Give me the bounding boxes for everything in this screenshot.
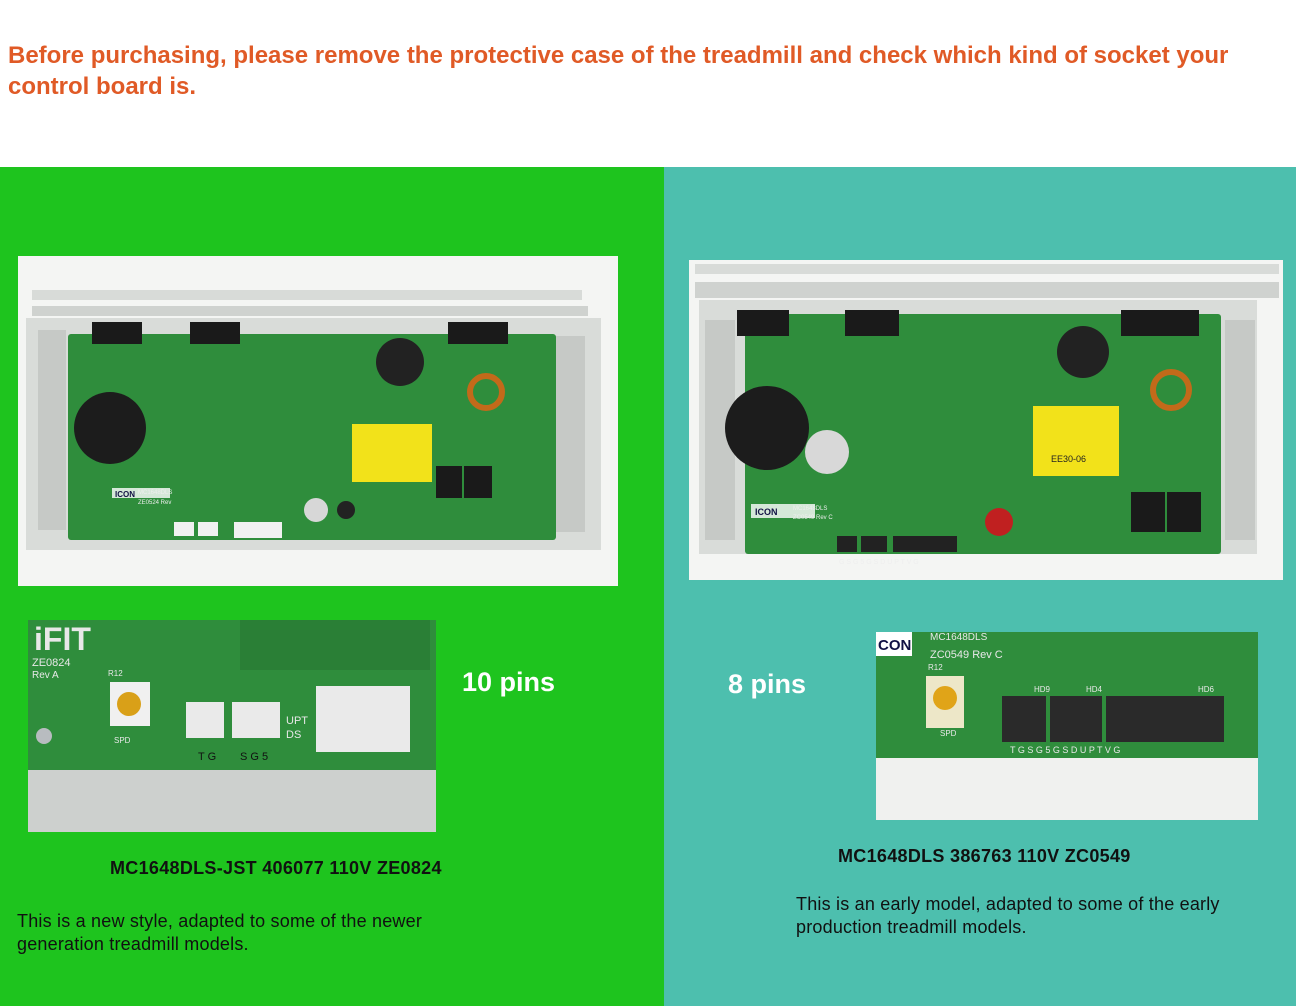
closeup-code: ZE0824 [32,657,71,669]
new-style-socket-closeup: iFIT ZE0824 Rev A R12 SPD T G S G 5 UPT … [28,620,436,832]
early-model-description: This is an early model, adapted to some … [796,894,1220,937]
closeup-pin-labels: T G S G 5 G S D U P T V G [1010,745,1120,755]
early-model-socket-closeup: CON MC1648DLS ZC0549 Rev C R12 SPD HD9 H… [876,632,1258,820]
board-brand-label: ICON [115,490,135,499]
board-rev-label: ZE0524 Rev [138,500,171,506]
closeup-sg5-label: S G 5 [240,751,268,763]
board-rev-label: ZC0549 Rev C [793,515,833,521]
closeup-part: MC1648DLS [930,632,988,643]
early-model-pins-label: 8 pins [728,669,807,699]
early-model-board-photo: EE30-06 ICON MC1648DLS ZC0549 Rev C G S … [689,260,1283,580]
early-model-model-label: MC1648DLS 386763 110V ZC0549 [838,846,1131,866]
closeup-rev: Rev A [32,670,59,681]
board-brand-label: ICON [755,507,778,517]
new-style-model-label: MC1648DLS-JST 406077 110V ZE0824 [110,858,442,878]
closeup-spd: SPD [940,729,957,738]
closeup-rev: ZC0549 Rev C [930,649,1003,661]
ifit-logo-text: iFIT [34,621,91,657]
closeup-brand: CON [878,637,911,654]
closeup-r12: R12 [108,669,123,678]
board-part-label: MC1648DLS [793,506,827,512]
purchase-notice: Before purchasing, please remove the pro… [8,42,1229,100]
closeup-spd: SPD [114,736,131,745]
board-pin-labels: G S G 5 G S D U P T V G [839,559,919,566]
board-part-label: MC1648DLS [138,490,172,496]
new-style-pins-label: 10 pins [462,667,556,697]
transformer-label: EE30-06 [1051,454,1086,464]
closeup-upt-label: UPT [286,715,308,727]
closeup-hd6: HD6 [1198,685,1215,694]
closeup-r12: R12 [928,663,943,672]
new-style-board-photo: ICON MC1648DLS ZE0524 Rev [18,256,618,586]
closeup-hd4: HD4 [1086,685,1103,694]
header: Before purchasing, please remove the pro… [0,0,1296,167]
closeup-tg-label: T G [198,751,216,763]
closeup-hd9: HD9 [1034,685,1051,694]
closeup-ds-label: DS [286,729,301,741]
new-style-description: This is a new style, adapted to some of … [17,911,423,954]
